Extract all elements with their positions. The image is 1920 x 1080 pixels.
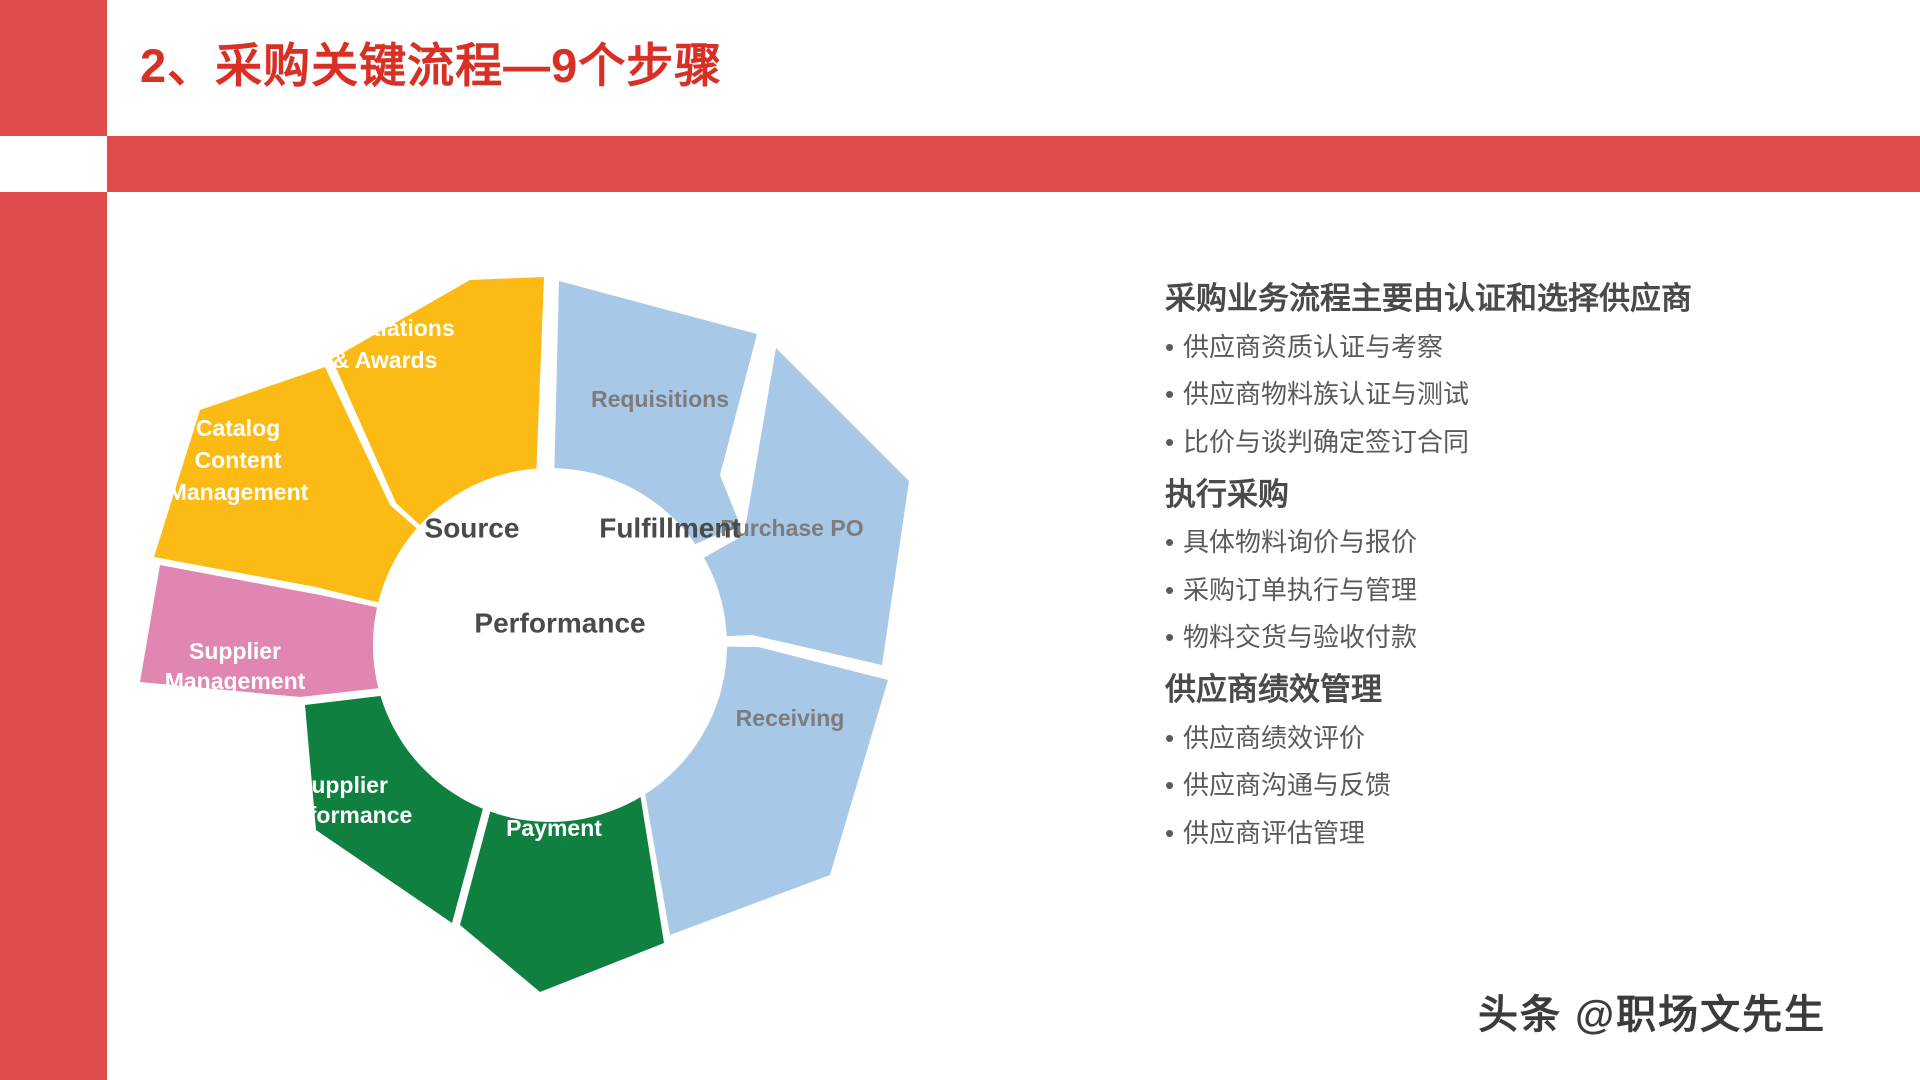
- segment-label-supplier-management-line2: Management: [165, 668, 306, 694]
- hub-label-fulfillment: Fulfillment: [599, 512, 741, 543]
- segment-label-negotiations-line2: & Awards: [333, 347, 438, 373]
- bullet-dot-icon: •: [1165, 331, 1175, 362]
- bullet-item: • 供应商绩效评价: [1165, 724, 1865, 753]
- bullet-text: 比价与谈判确定签订合同: [1183, 426, 1470, 457]
- procurement-detail-panel: 采购业务流程主要由认证和选择供应商 • 供应商资质认证与考察 • 供应商物料族认…: [1165, 280, 1865, 867]
- segment-shape-purchase-po: [550, 348, 909, 665]
- procurement-cycle-diagram: Requisitions Purchase PO Receiving Payme…: [140, 235, 960, 1055]
- bullet-item: • 采购订单执行与管理: [1165, 576, 1865, 605]
- bullet-dot-icon: •: [1165, 622, 1175, 653]
- bullet-item: • 供应商沟通与反馈: [1165, 771, 1865, 800]
- section-heading-execution: 执行采购: [1165, 476, 1289, 512]
- segment-label-receiving: Receiving: [736, 705, 845, 731]
- bullet-text: 供应商物料族认证与测试: [1183, 379, 1470, 410]
- left-accent-bar-notch: [0, 136, 107, 192]
- wheel-segment-purchase-po[interactable]: Purchase PO: [550, 348, 909, 665]
- detail-section-performance: 供应商绩效管理 • 供应商绩效评价 • 供应商沟通与反馈 • 供应商评估管理: [1165, 671, 1865, 848]
- bullet-text: 供应商沟通与反馈: [1183, 770, 1392, 801]
- segment-label-catalog-line2: Content: [195, 447, 282, 473]
- bullet-item: • 物料交货与验收付款: [1165, 623, 1865, 652]
- bullet-text: 供应商资质认证与考察: [1183, 331, 1444, 362]
- bullet-item: • 供应商资质认证与考察: [1165, 333, 1865, 362]
- bullet-item: • 具体物料询价与报价: [1165, 528, 1865, 557]
- segment-label-supplier-performance-line2: Performance: [272, 802, 413, 828]
- bullet-dot-icon: •: [1165, 770, 1175, 801]
- segment-label-catalog-line3: Management: [168, 479, 309, 505]
- bullet-text: 采购订单执行与管理: [1183, 574, 1418, 605]
- hub-label-performance: Performance: [474, 607, 645, 638]
- bullet-dot-icon: •: [1165, 426, 1175, 457]
- bullet-text: 具体物料询价与报价: [1183, 527, 1418, 558]
- watermark: 头条 @职场文先生: [1478, 993, 1827, 1037]
- section-heading-sourcing: 采购业务流程主要由认证和选择供应商: [1165, 281, 1692, 316]
- bullet-item: • 供应商评估管理: [1165, 819, 1865, 848]
- page-title: 2、采购关键流程—9个步骤: [140, 39, 723, 92]
- hub-label-source: Source: [425, 512, 520, 543]
- bullet-item: • 供应商物料族认证与测试: [1165, 380, 1865, 409]
- segment-label-supplier-performance-line1: Supplier: [296, 772, 388, 798]
- segment-label-requisitions: Requisitions: [591, 386, 729, 412]
- segment-label-negotiations-line1: Negotiations: [315, 315, 454, 341]
- bullet-dot-icon: •: [1165, 574, 1175, 605]
- section-heading-performance: 供应商绩效管理: [1165, 672, 1382, 708]
- cycle-wheel-svg: Requisitions Purchase PO Receiving Payme…: [140, 277, 909, 992]
- title-underline-band: [107, 136, 1920, 192]
- bullet-dot-icon: •: [1165, 722, 1175, 753]
- wheel-hub-circle: [373, 468, 727, 822]
- bullet-dot-icon: •: [1165, 818, 1175, 848]
- bullet-text: 物料交货与验收付款: [1183, 622, 1418, 653]
- bullet-dot-icon: •: [1165, 527, 1175, 558]
- left-accent-bar: [0, 0, 107, 1080]
- bullet-text: 供应商评估管理: [1183, 818, 1366, 848]
- segment-label-catalog-line1: Catalog: [196, 415, 280, 441]
- detail-section-execution: 执行采购 • 具体物料询价与报价 • 采购订单执行与管理 • 物料交货与验收付款: [1165, 476, 1865, 653]
- bullet-dot-icon: •: [1165, 379, 1175, 410]
- segment-label-supplier-management-line1: Supplier: [189, 638, 281, 664]
- detail-section-sourcing: 采购业务流程主要由认证和选择供应商 • 供应商资质认证与考察 • 供应商物料族认…: [1165, 280, 1865, 457]
- segment-label-purchase-po: Purchase PO: [720, 515, 863, 541]
- bullet-text: 供应商绩效评价: [1183, 722, 1366, 753]
- bullet-item: • 比价与谈判确定签订合同: [1165, 428, 1865, 457]
